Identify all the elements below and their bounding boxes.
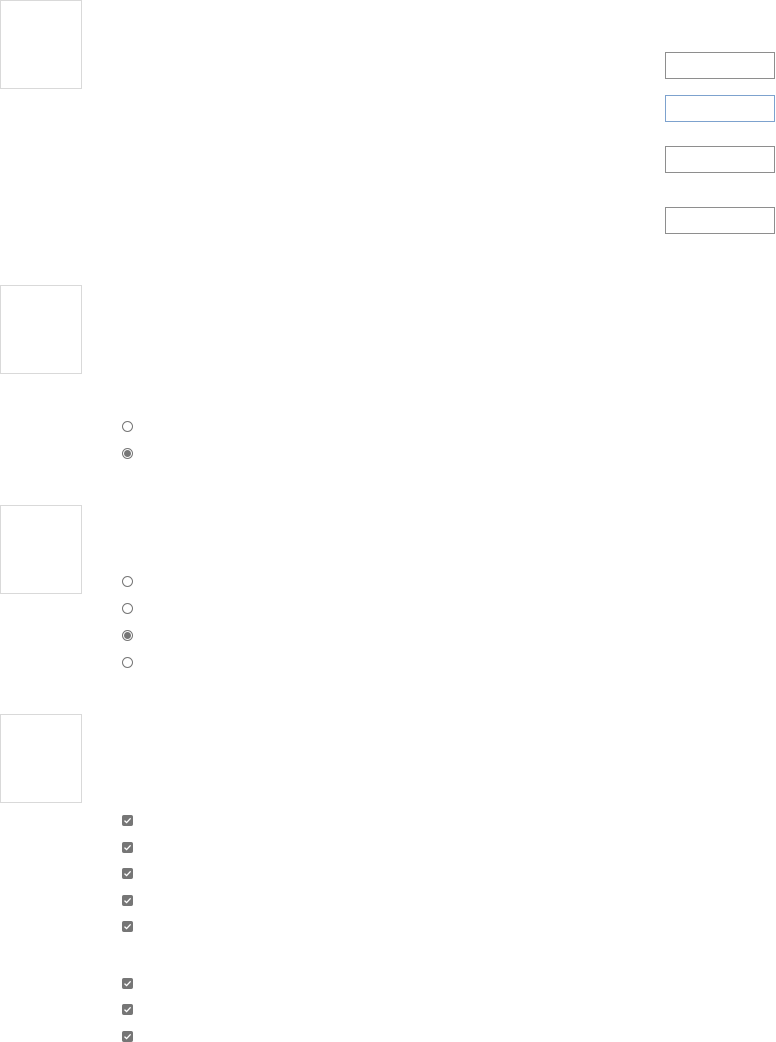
checkbox-group-1-item-3[interactable] — [122, 868, 133, 879]
checkbox-group-1-item-2[interactable] — [122, 842, 133, 853]
check-icon — [124, 817, 132, 824]
text-field-1[interactable] — [665, 52, 775, 79]
checkbox-group-2-item-3[interactable] — [122, 1031, 133, 1042]
check-icon — [124, 844, 132, 851]
check-icon — [124, 870, 132, 877]
section-2-thumbnail — [0, 285, 82, 374]
section-1-thumbnail — [0, 0, 82, 89]
section-4-thumbnail — [0, 714, 82, 803]
radio-group-2-option-2[interactable] — [122, 603, 133, 614]
checkbox-group-1-item-5[interactable] — [122, 921, 133, 932]
radio-group-2-option-4[interactable] — [122, 657, 133, 668]
radio-group-1-option-2[interactable] — [122, 448, 133, 459]
text-field-2[interactable] — [665, 95, 775, 122]
check-icon — [124, 980, 132, 987]
text-field-4[interactable] — [665, 207, 775, 234]
checkbox-group-2-item-2[interactable] — [122, 1004, 133, 1015]
checkbox-group-1-item-4[interactable] — [122, 895, 133, 906]
checkbox-group-1-item-1[interactable] — [122, 815, 133, 826]
section-3-thumbnail — [0, 505, 82, 594]
radio-group-2-option-3[interactable] — [122, 630, 133, 641]
check-icon — [124, 1033, 132, 1040]
radio-group-1-option-1[interactable] — [122, 421, 133, 432]
radio-group-2-option-1[interactable] — [122, 576, 133, 587]
check-icon — [124, 923, 132, 930]
checkbox-group-2-item-1[interactable] — [122, 978, 133, 989]
check-icon — [124, 897, 132, 904]
text-field-3[interactable] — [665, 146, 775, 173]
check-icon — [124, 1006, 132, 1013]
